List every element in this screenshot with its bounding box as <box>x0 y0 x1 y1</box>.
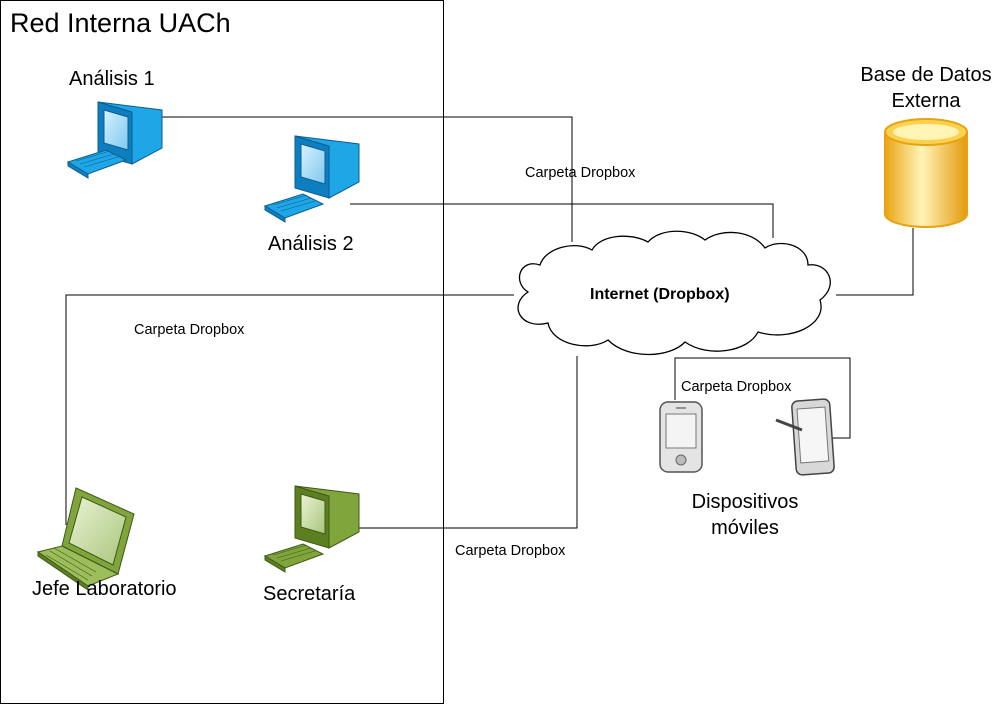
tablet-icon <box>775 398 835 476</box>
desktop-computer-icon <box>263 135 360 223</box>
network-title: Red Interna UACh <box>10 8 231 38</box>
link-label-left: Carpeta Dropbox <box>134 322 245 338</box>
smartphone-icon <box>659 401 703 473</box>
database-label: Base de Datos Externa <box>852 62 999 114</box>
internal-network-boundary <box>0 0 444 704</box>
laptop-icon <box>36 487 135 591</box>
internet-label: Internet (Dropbox) <box>590 286 730 303</box>
node-label-analisis1: Análisis 1 <box>69 68 155 90</box>
link-database-internet <box>836 228 914 296</box>
database-label-line2: Externa <box>891 90 961 112</box>
link-analisis2-internet <box>350 203 774 238</box>
database-cylinder-icon <box>884 118 968 228</box>
link-label-mobile: Carpeta Dropbox <box>681 379 792 395</box>
internet-cloud-icon <box>517 230 831 356</box>
mobile-devices-label: Dispositivos móviles <box>680 489 810 541</box>
link-jefe-internet <box>65 294 514 525</box>
node-label-jefe-laboratorio: Jefe Laboratorio <box>32 578 177 600</box>
link-label-top: Carpeta Dropbox <box>525 165 636 181</box>
node-label-analisis2: Análisis 2 <box>268 233 354 255</box>
desktop-computer-icon <box>263 485 360 573</box>
connector-lines <box>65 116 914 529</box>
link-secretaria-internet <box>352 356 578 529</box>
node-label-secretaria: Secretaría <box>263 583 356 605</box>
mobile-label-line2: móviles <box>711 517 779 539</box>
database-label-line1: Base de Datos <box>860 64 992 86</box>
desktop-computer-icon <box>66 101 163 179</box>
link-label-bottom: Carpeta Dropbox <box>455 543 566 559</box>
link-mobile-internet <box>674 357 851 439</box>
mobile-label-line1: Dispositivos <box>691 491 799 513</box>
link-analisis1-internet <box>152 116 573 242</box>
